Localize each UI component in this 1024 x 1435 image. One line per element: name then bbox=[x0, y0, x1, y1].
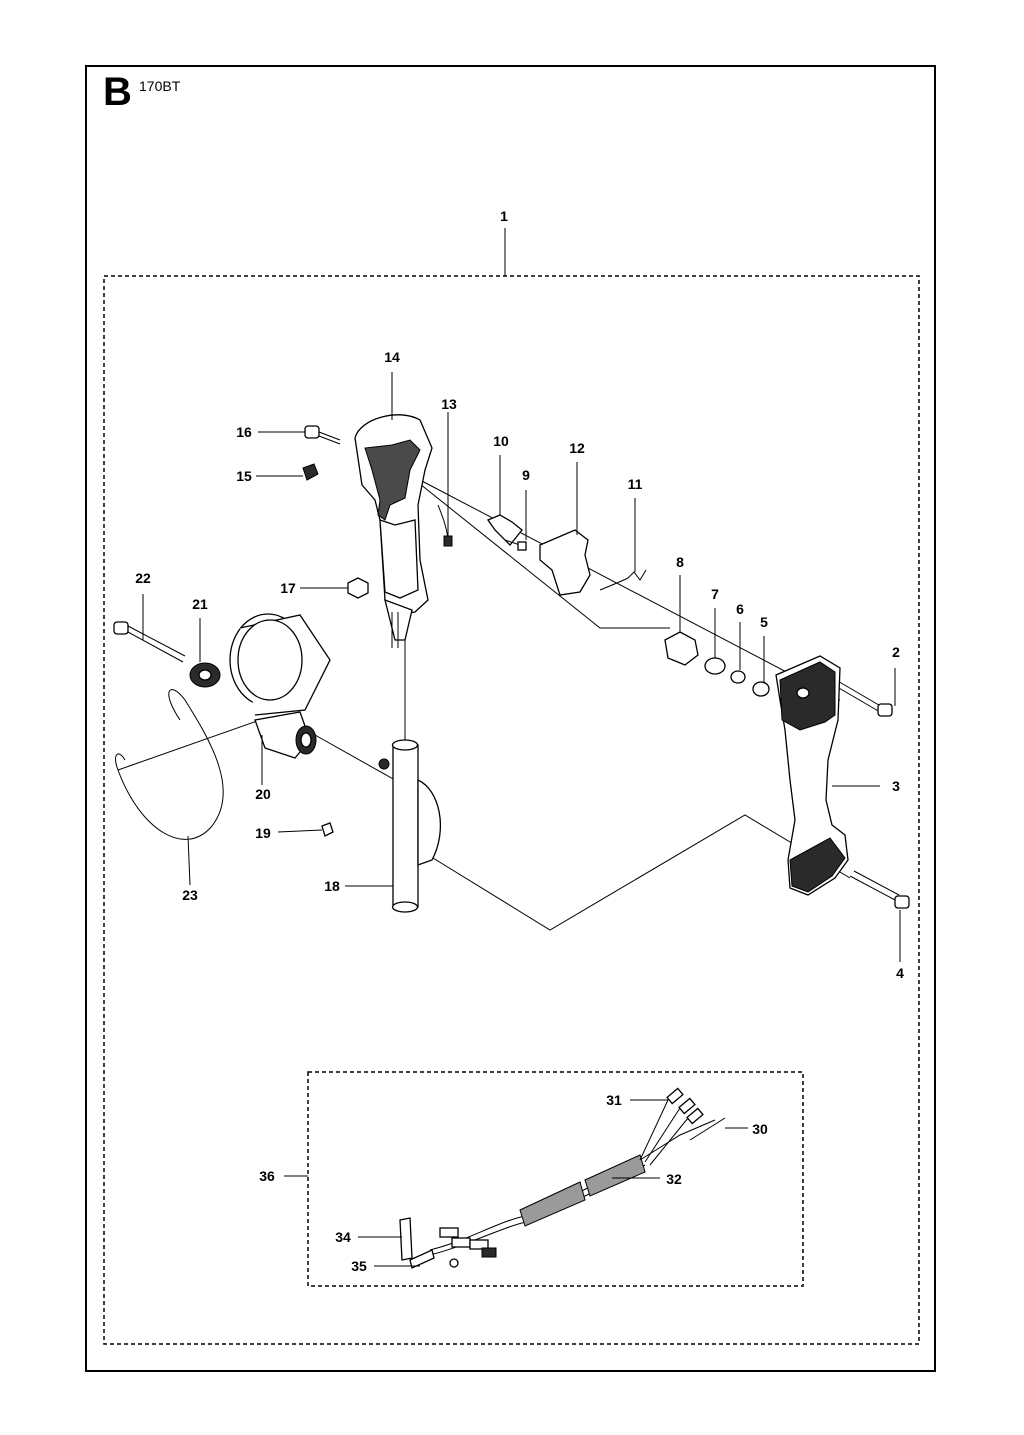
callout-31: 31 bbox=[606, 1092, 622, 1108]
callout-9: 9 bbox=[522, 467, 530, 483]
part-13-contact bbox=[437, 504, 453, 547]
callout-17: 17 bbox=[280, 580, 296, 596]
part-17-nut bbox=[347, 577, 369, 599]
callout-30: 30 bbox=[752, 1121, 768, 1137]
callout-22: 22 bbox=[135, 570, 151, 586]
callout-32: 32 bbox=[666, 1171, 682, 1187]
callout-34: 34 bbox=[335, 1229, 351, 1245]
part-16-screw bbox=[304, 425, 341, 445]
part-22-bolt bbox=[113, 621, 186, 663]
callout-16: 16 bbox=[236, 424, 252, 440]
part-6-washer bbox=[730, 670, 746, 684]
callout-35: 35 bbox=[351, 1258, 367, 1274]
part-5-washer bbox=[752, 681, 770, 697]
assembly-group-box-1 bbox=[103, 275, 920, 1345]
callout-7: 7 bbox=[711, 586, 719, 602]
callout-19: 19 bbox=[255, 825, 271, 841]
leader-lines bbox=[142, 372, 901, 1267]
callout-20: 20 bbox=[255, 786, 271, 802]
part-9-pin bbox=[504, 539, 527, 551]
part-7-bushing bbox=[704, 657, 726, 675]
callout-36: 36 bbox=[259, 1168, 275, 1184]
part-23-wire-loop bbox=[115, 689, 224, 840]
callout-2: 2 bbox=[892, 644, 900, 660]
part-18-tube bbox=[378, 739, 441, 913]
callout-10: 10 bbox=[493, 433, 509, 449]
callout-18: 18 bbox=[324, 878, 340, 894]
page-frame bbox=[85, 65, 936, 1372]
part-12-trigger bbox=[539, 529, 591, 596]
model-name: 170BT bbox=[139, 78, 181, 94]
part-4-screw bbox=[849, 870, 910, 909]
part-19-nut bbox=[321, 822, 334, 837]
callout-5: 5 bbox=[760, 614, 768, 630]
part-21-knob bbox=[189, 662, 221, 688]
callout-8: 8 bbox=[676, 554, 684, 570]
callout-15: 15 bbox=[236, 468, 252, 484]
callout-3: 3 bbox=[892, 778, 900, 794]
callout-4: 4 bbox=[896, 965, 904, 981]
callout-21: 21 bbox=[192, 596, 208, 612]
part-20-clamp bbox=[229, 613, 331, 759]
callout-23: 23 bbox=[182, 887, 198, 903]
section-letter: B bbox=[103, 70, 132, 114]
part-32-wiring-harness bbox=[399, 1087, 726, 1269]
callout-11: 11 bbox=[628, 476, 643, 492]
callout-14: 14 bbox=[384, 349, 400, 365]
part-15-nut bbox=[302, 463, 319, 481]
part-14-handle-housing bbox=[354, 414, 433, 648]
callout-6: 6 bbox=[736, 601, 744, 617]
part-11-spring bbox=[599, 569, 647, 591]
part-2-screw bbox=[831, 679, 893, 717]
callout-1: 1 bbox=[500, 208, 508, 224]
assembly-group-box-36 bbox=[307, 1071, 804, 1287]
part-8-switch bbox=[664, 631, 699, 666]
part-3-rear-handle bbox=[775, 655, 849, 896]
callout-13: 13 bbox=[441, 396, 457, 412]
callout-12: 12 bbox=[569, 440, 585, 456]
